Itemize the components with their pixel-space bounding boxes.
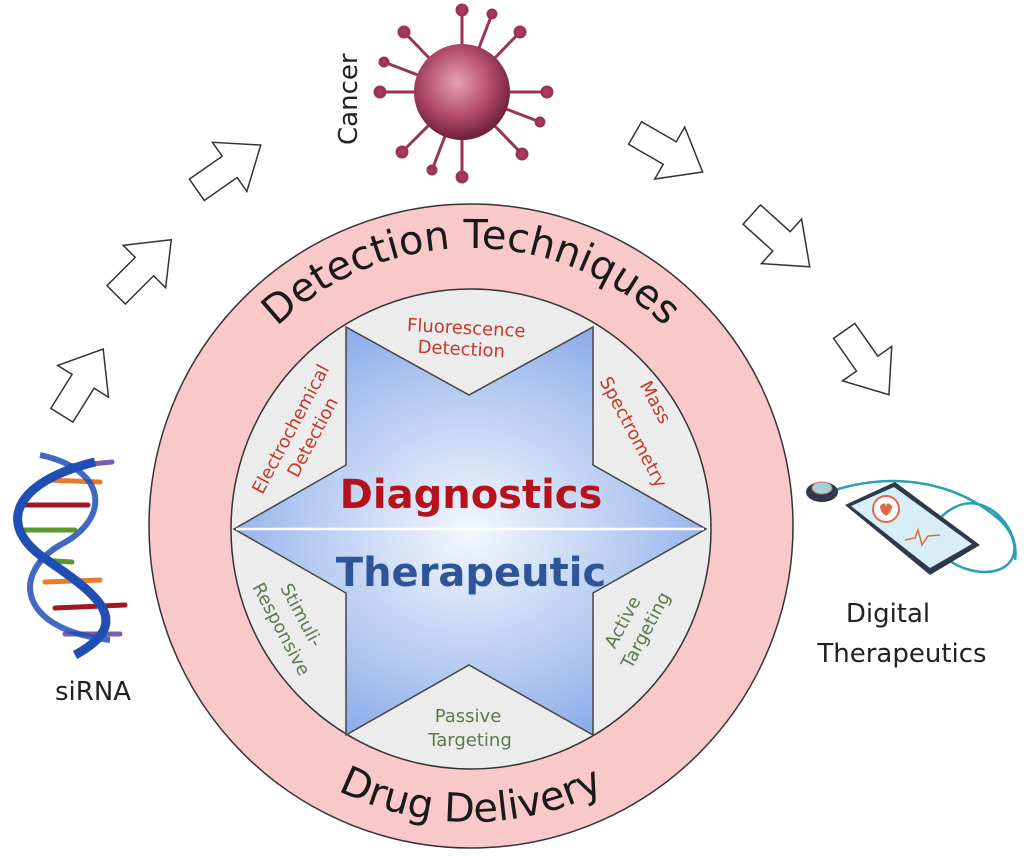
- center-label-therapeutic: Therapeutic: [336, 550, 606, 596]
- label-sirna: siRNA: [55, 677, 131, 707]
- label-fluorescence-detection: Detection: [417, 337, 505, 363]
- arrow-icon: [35, 332, 130, 432]
- label-passive-targeting: Targeting: [427, 730, 512, 751]
- label-cancer: Cancer: [334, 53, 364, 145]
- arrow-icon: [94, 217, 194, 317]
- arrow-icon: [818, 312, 915, 413]
- label-passive: Passive: [435, 706, 502, 727]
- label-digital: Digital: [846, 599, 930, 629]
- digital-therapeutics-phone-icon: [806, 479, 1017, 575]
- sirna-helix-icon: [13, 452, 128, 659]
- arrow-icon: [178, 119, 279, 216]
- arrow-icon: [619, 106, 719, 199]
- label-therapeutics: Therapeutics: [816, 639, 986, 669]
- cancer-cell-icon: [373, 3, 554, 184]
- arrow-icon: [730, 191, 831, 290]
- hexagram-star: [232, 325, 708, 737]
- center-label-diagnostics: Diagnostics: [340, 472, 603, 518]
